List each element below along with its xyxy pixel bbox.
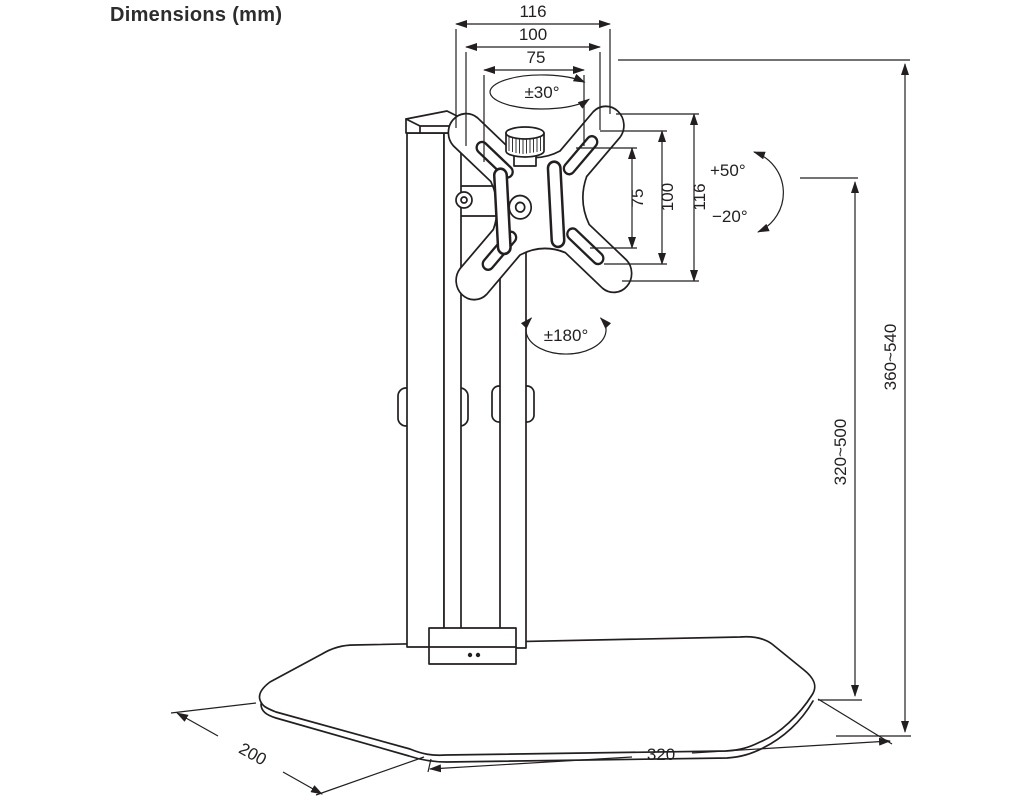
dimension-line — [282, 771, 323, 795]
outer-column-side-face — [443, 132, 462, 648]
dim-label: 75 — [628, 189, 647, 208]
extension-line — [170, 702, 257, 714]
dim-plate-height-100: 100 — [600, 130, 677, 265]
dim-width-75: 75 — [483, 48, 585, 162]
swivel-label: ±30° — [524, 83, 559, 102]
dim-label: 320 — [647, 745, 675, 764]
swivel-annotation: ±30° — [489, 73, 590, 110]
base-plate — [258, 635, 816, 757]
dimension-line — [429, 756, 633, 773]
dim-label: 200 — [236, 739, 270, 769]
extension-line — [817, 698, 893, 745]
dim-width-116: 116 — [455, 2, 611, 128]
knob-knurling — [508, 135, 541, 154]
rotation-label: ±180° — [544, 326, 589, 345]
dim-label: 320~500 — [831, 419, 850, 486]
dim-label: 116 — [690, 183, 709, 210]
corner-slot-inner — [564, 137, 597, 174]
dim-base-width-320: 320 — [427, 698, 893, 773]
knob-top — [505, 126, 545, 140]
collar-screw — [467, 652, 473, 658]
dim-height-320-500: 320~500 — [818, 181, 862, 701]
dim-label: 116 — [519, 2, 546, 21]
corner-slot-inner — [568, 229, 603, 263]
base-collar — [428, 627, 517, 665]
tilt-down-label: −20° — [712, 207, 748, 226]
dimension-line — [176, 712, 219, 737]
rotation-annotation: ±180° — [520, 317, 612, 355]
tilt-up-label: +50° — [710, 161, 746, 180]
dim-label: 75 — [527, 48, 546, 67]
dim-label: 360~540 — [881, 324, 900, 391]
dim-plate-height-75: 75 — [576, 147, 647, 249]
dimension-line — [691, 737, 891, 754]
dim-width-100: 100 — [465, 25, 601, 146]
monitor-stand-drawing — [258, 105, 816, 763]
page-title: Dimensions (mm) — [110, 4, 282, 26]
dim-label: 100 — [519, 25, 547, 44]
collar-screw — [475, 652, 481, 658]
plate-hub — [508, 194, 533, 220]
dim-height-360-540: 360~540 — [618, 59, 911, 737]
vesa-slot-right-inner — [549, 162, 563, 246]
rotation-arrow-arc — [489, 73, 590, 110]
outer-column-front-face — [406, 132, 445, 648]
extension-line — [315, 756, 425, 796]
dim-label: 100 — [658, 183, 677, 211]
dim-plate-height-116: 116 — [616, 113, 709, 282]
plate-hub-inner — [514, 201, 526, 213]
ball-joint — [455, 191, 473, 209]
corner-slot-inner — [477, 143, 512, 177]
tilt-annotation: +50° −20° — [710, 151, 858, 233]
tension-knob — [505, 126, 545, 167]
rotation-arrow-arc — [520, 317, 612, 355]
ball-joint-inner — [460, 196, 468, 204]
tilt-arrow-arc — [753, 151, 784, 233]
vesa-slot-left-inner — [495, 170, 510, 253]
